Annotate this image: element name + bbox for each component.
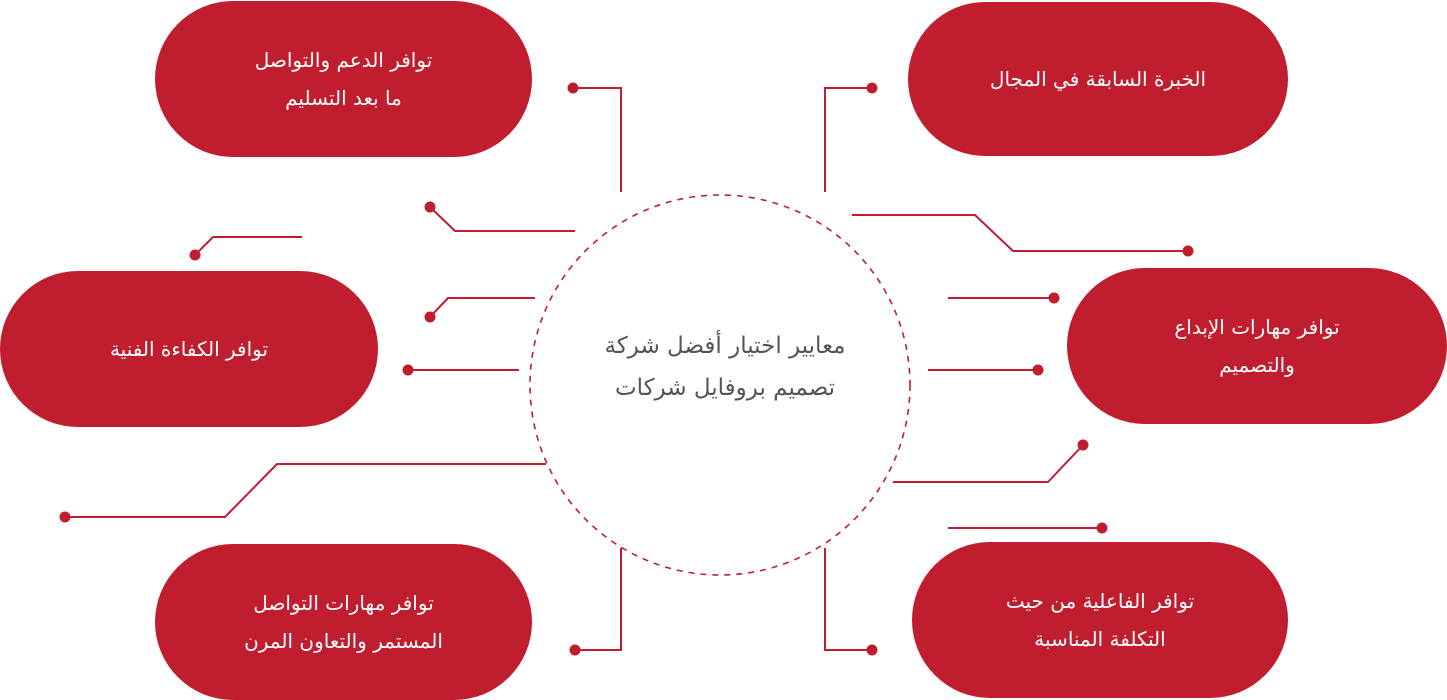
connector-competence-a — [194, 236, 302, 256]
connector-dot — [567, 82, 579, 94]
connector-competence-b — [429, 297, 535, 318]
connector-dot — [866, 82, 878, 94]
criterion-support-line1: توافر الدعم والتواصل — [254, 48, 433, 72]
connector-cost-c — [824, 548, 872, 651]
criterion-cost-pill: توافر الفاعلية من حيث التكلفة المناسبة — [912, 542, 1288, 698]
connector-dot — [1032, 364, 1044, 376]
criterion-experience-line1: الخبرة السابقة في المجال — [989, 67, 1207, 91]
connector-communication-a — [65, 463, 546, 518]
criterion-support-pill: توافر الدعم والتواصل ما بعد التسليم — [155, 1, 532, 157]
criterion-creativity-pill: توافر مهارات الإبداع والتصميم — [1067, 268, 1447, 424]
center-title: معايير اختيار أفضل شركة تصميم بروفايل شر… — [560, 325, 890, 409]
connector-experience-b — [852, 214, 1188, 252]
criterion-communication-line1: توافر مهارات التواصل — [253, 591, 434, 615]
criterion-support-line2: ما بعد التسليم — [285, 86, 402, 110]
connector-dot — [402, 364, 414, 376]
connector-communication-b — [575, 548, 622, 651]
connector-support-a — [573, 87, 622, 192]
center-dashed-circle — [529, 194, 911, 576]
connector-dot — [1182, 245, 1194, 257]
connector-dot — [1077, 439, 1089, 451]
connector-dot — [569, 644, 581, 656]
connector-dot — [424, 201, 436, 213]
criterion-competence-line1: توافر الكفاءة الفنية — [109, 337, 269, 361]
connector-cost-a — [893, 444, 1084, 483]
criterion-communication-line2: المستمر والتعاون المرن — [244, 629, 443, 653]
criterion-creativity-line2: والتصميم — [1219, 353, 1295, 377]
criterion-cost-line2: التكلفة المناسبة — [1034, 627, 1166, 651]
connector-support-b — [429, 206, 575, 232]
connector-dot — [1048, 292, 1060, 304]
center-title-line2: تصميم بروفايل شركات — [614, 375, 836, 401]
criterion-experience-pill: الخبرة السابقة في المجال — [908, 2, 1288, 156]
center-title-line1: معايير اختيار أفضل شركة — [604, 333, 846, 359]
connector-dot — [866, 644, 878, 656]
criterion-competence-pill: توافر الكفاءة الفنية — [0, 271, 378, 427]
criterion-creativity-line1: توافر مهارات الإبداع — [1174, 315, 1340, 339]
connector-dot — [59, 511, 71, 523]
connector-dot — [1096, 522, 1108, 534]
criterion-communication-pill: توافر مهارات التواصل المستمر والتعاون ال… — [155, 544, 532, 700]
connector-experience-a — [824, 87, 872, 192]
connector-dot — [189, 249, 201, 261]
connector-dot — [424, 311, 436, 323]
criterion-cost-line1: توافر الفاعلية من حيث — [1005, 589, 1195, 613]
